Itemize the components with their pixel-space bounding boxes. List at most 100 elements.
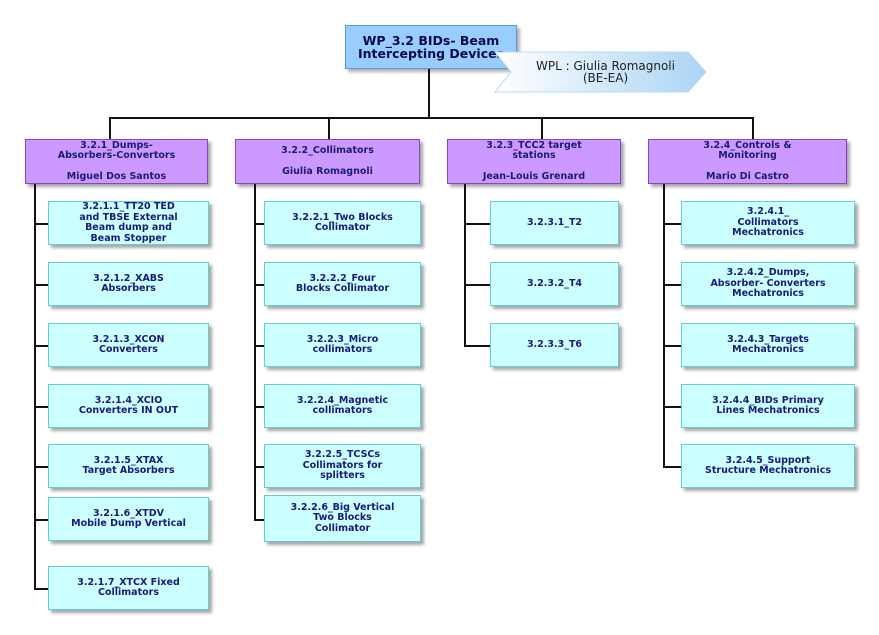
work-package-label-line: Beam dump and xyxy=(85,222,172,233)
branch-title-line: Absorbers-Convertors xyxy=(57,150,176,162)
connector-branch xyxy=(464,345,490,347)
connector-drop-1 xyxy=(109,117,111,140)
branch-lead: Jean-Louis Grenard xyxy=(482,170,586,182)
connector-branch xyxy=(663,345,681,347)
connector-branch xyxy=(663,466,681,468)
connector-branch xyxy=(254,519,264,521)
connector-branch xyxy=(254,406,264,408)
work-package-label-line: Structure Mechatronics xyxy=(705,465,831,476)
work-package-label-line: Collimator xyxy=(314,222,371,233)
work-package-label-line: 3.2.1.3_XCON xyxy=(92,333,165,345)
root-title-line1: WP_3.2 BIDs- Beam xyxy=(362,33,500,48)
work-package-node[interactable]: 3.2.3.3_T6 xyxy=(490,323,619,367)
connector-branch xyxy=(663,223,681,225)
work-package-label-line: Converters xyxy=(99,344,158,355)
work-package-label-line: 3.2.1.4_XCIO xyxy=(94,394,163,406)
connector-branch xyxy=(34,588,48,590)
work-package-label-line: 3.2.4.5_Support xyxy=(725,454,811,466)
work-package-label-line: Mobile Dump Vertical xyxy=(71,518,186,529)
work-package-label-line: Mechatronics xyxy=(732,344,804,355)
connector-branch xyxy=(254,345,264,347)
branch-title-line: 3.2.3_TCC2 target xyxy=(486,139,582,151)
work-package-label-line: 3.2.3.2_T4 xyxy=(526,277,583,289)
work-package-label-line: and TBSE External xyxy=(79,211,178,223)
work-package-label-line: 3.2.2.1_Two Blocks xyxy=(292,211,393,223)
root-title-line2: Intercepting Devices xyxy=(357,46,505,61)
work-package-label-line: 3.2.2.3_Micro xyxy=(306,333,379,345)
work-package-label-line: 3.2.4.4_BIDs Primary xyxy=(712,394,824,406)
branch-title-line: 3.2.4_Controls & xyxy=(703,139,792,151)
connector-branch xyxy=(464,284,490,286)
connector-branch xyxy=(254,284,264,286)
work-package-node[interactable]: 3.2.3.1_T2 xyxy=(490,201,619,245)
work-package-label-line: Collimator xyxy=(314,522,371,534)
work-package-label-line: Absorber- Converters xyxy=(710,277,826,289)
connector-main-bar xyxy=(109,117,754,119)
branch-title-line: 3.2.2_Collimators xyxy=(281,145,374,156)
connector-branch xyxy=(34,223,48,225)
work-package-label-line: Collimators xyxy=(98,587,159,598)
branch-lead: Mario Di Castro xyxy=(706,170,789,182)
connector-branch xyxy=(34,345,48,347)
connector-spine xyxy=(34,184,36,589)
connector-drop-4 xyxy=(752,117,754,140)
connector-branch xyxy=(34,406,48,408)
root-node[interactable]: WP_3.2 BIDs- Beam Intercepting Devices xyxy=(345,25,517,69)
work-package-label-line: Lines Mechatronics xyxy=(716,405,820,416)
connector-root-down xyxy=(428,60,430,119)
work-package-label-line: 3.2.4.2_Dumps, xyxy=(726,267,810,279)
connector-spine xyxy=(254,184,256,520)
branch-title-line: Monitoring xyxy=(718,150,777,162)
connector-branch xyxy=(254,466,264,468)
connector-branch xyxy=(663,406,681,408)
branch-title-line: 3.2.1_Dumps- xyxy=(80,139,153,151)
work-package-label-line: splitters xyxy=(320,470,365,482)
connector-drop-2 xyxy=(328,117,330,140)
work-package-label-line: Collimators xyxy=(737,216,799,228)
work-package-node[interactable]: 3.2.3.2_T4 xyxy=(490,262,619,306)
branch-lead: Miguel Dos Santos xyxy=(66,170,167,182)
work-package-label-line: 3.2.2.5_TCSCs xyxy=(304,449,381,461)
work-package-label-line: 3.2.1.5_XTAX xyxy=(93,454,164,466)
connector-spine xyxy=(464,184,466,346)
connector-branch xyxy=(34,466,48,468)
work-package-label-line: 3.2.1.7_XTCX Fixed xyxy=(77,576,180,588)
work-package-label-line: 3.2.4.1_ xyxy=(746,206,790,218)
wpl-callout: WPL : Giulia Romagnoli (BE-EA) xyxy=(493,50,708,94)
work-package-label-line: Absorbers xyxy=(101,283,156,294)
work-package-label-line: 3.2.1.1_TT20 TED xyxy=(82,201,175,212)
connector-branch xyxy=(254,223,264,225)
work-package-label-line: collimators xyxy=(312,344,373,355)
work-package-label-line: Two Blocks xyxy=(313,512,372,524)
work-package-label-line: collimators xyxy=(312,405,373,416)
work-package-label-line: 3.2.1.2_XABS xyxy=(93,272,164,284)
work-package-label-line: 3.2.3.3_T6 xyxy=(526,338,583,350)
work-package-label-line: 3.2.2.6_Big Vertical xyxy=(290,501,395,513)
connector-drop-3 xyxy=(541,117,543,140)
connector-branch xyxy=(34,519,48,521)
work-package-label-line: Collimators for xyxy=(302,459,383,471)
work-package-label-line: 3.2.1.6_XTDV xyxy=(92,507,165,519)
